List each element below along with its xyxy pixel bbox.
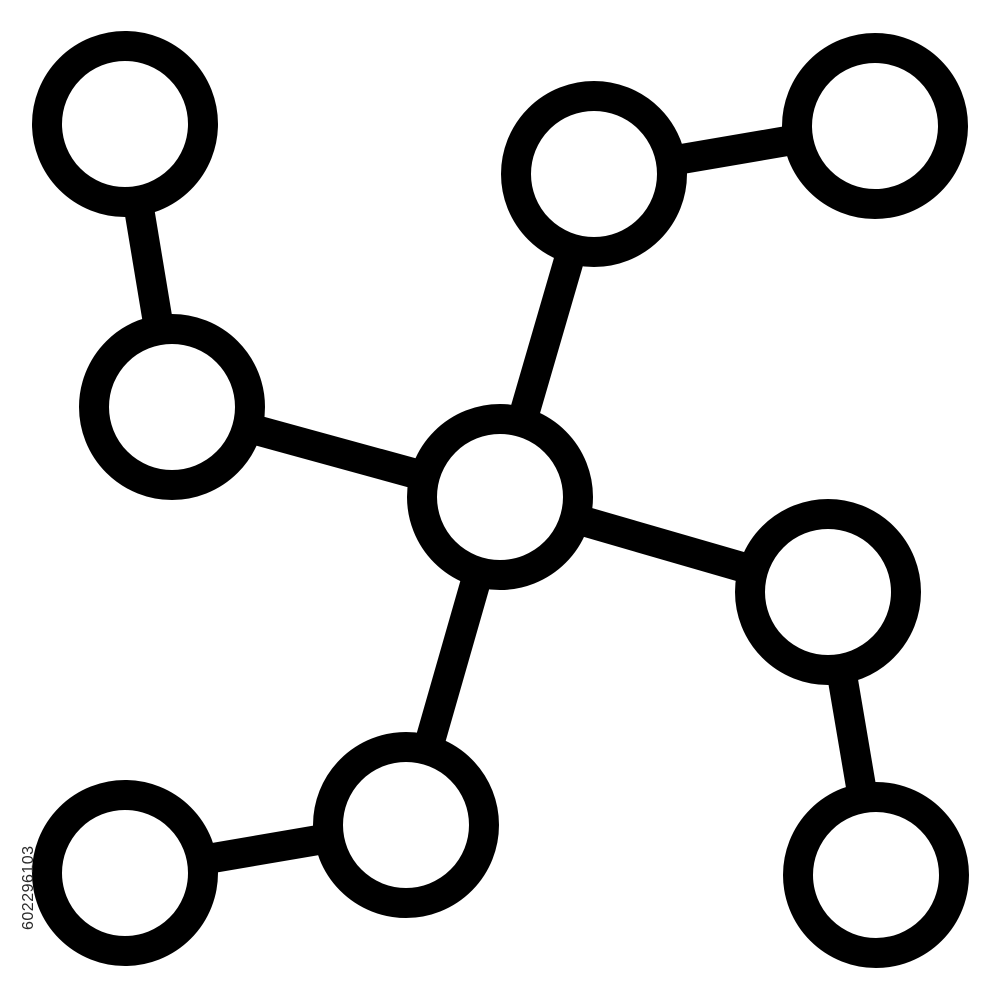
node-bottom-left	[32, 780, 218, 966]
watermark-id-text: 602296103	[20, 845, 37, 930]
node-right	[735, 499, 921, 685]
node-bottom-center	[313, 732, 499, 918]
node-top-right	[782, 33, 968, 219]
node-bottom-right	[783, 782, 969, 968]
node-top-left	[32, 31, 218, 217]
node-center	[407, 404, 593, 590]
node-left	[79, 314, 265, 500]
node-top-center	[501, 81, 687, 267]
